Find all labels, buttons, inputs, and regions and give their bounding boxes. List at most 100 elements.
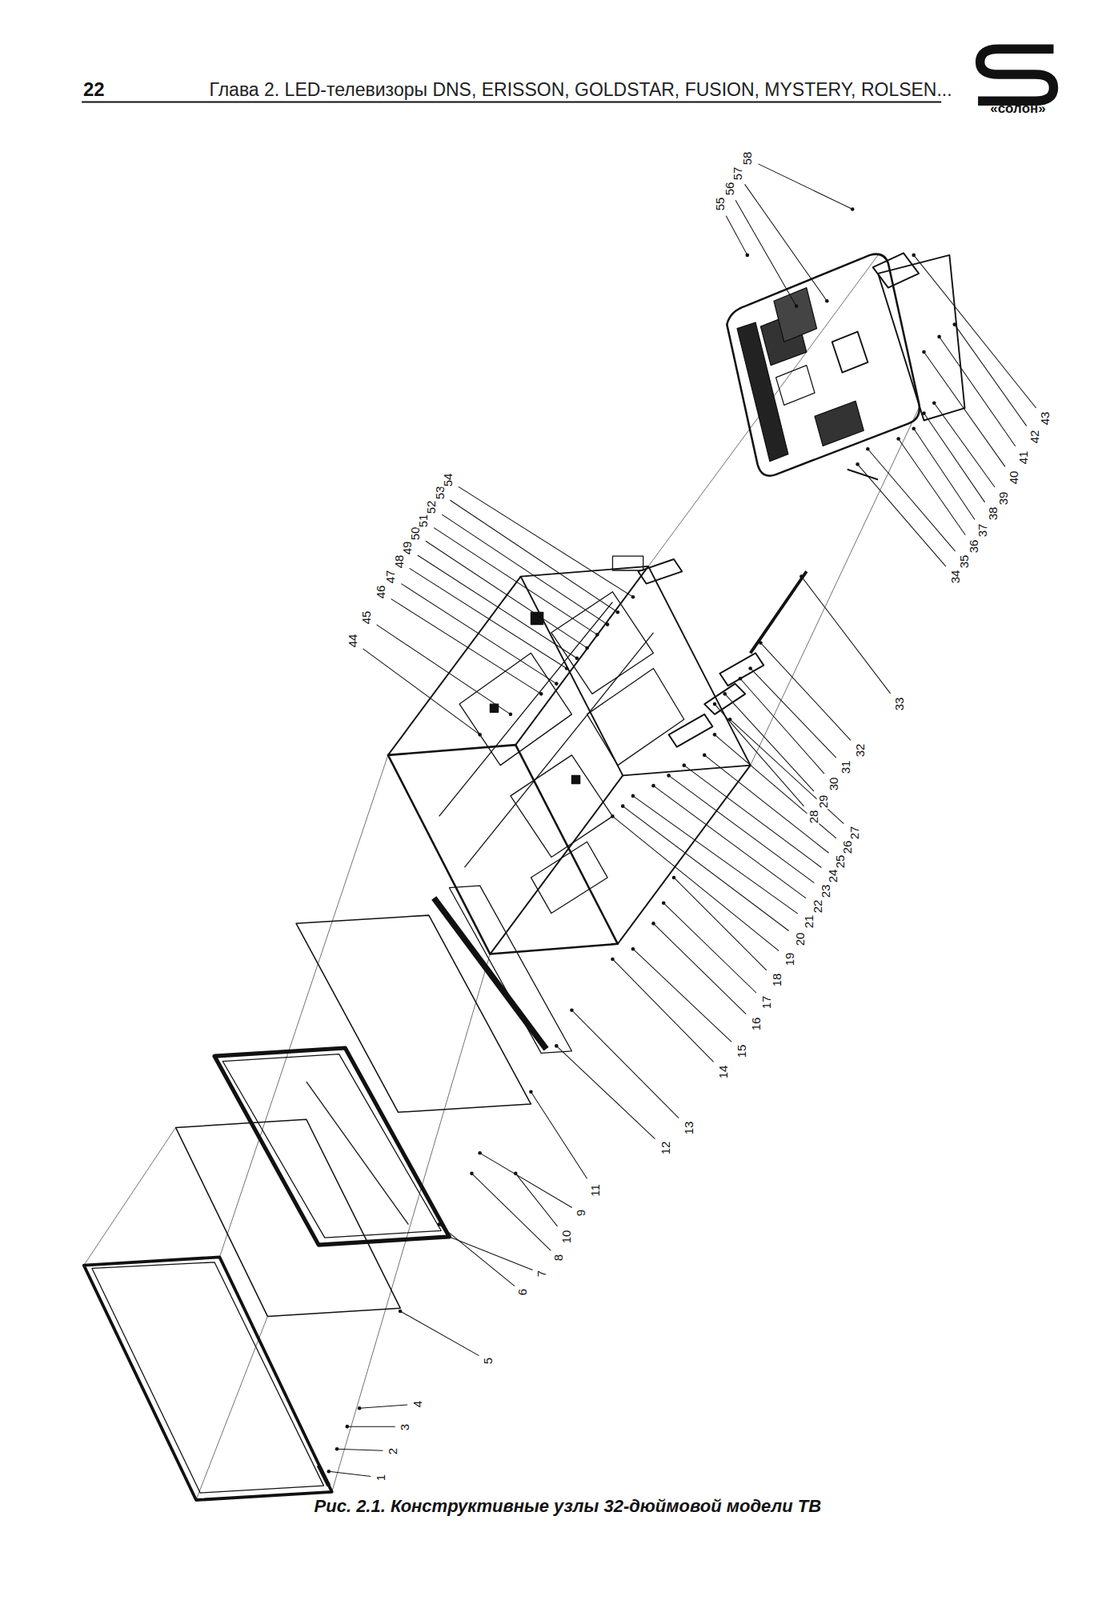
leader-dot bbox=[631, 947, 636, 952]
leader-line bbox=[471, 1174, 551, 1252]
alignment-lines bbox=[84, 255, 919, 1501]
callout-number: 16 bbox=[749, 1016, 762, 1032]
leader-dot bbox=[713, 733, 718, 738]
leader-dot bbox=[631, 595, 636, 600]
callout-number: 45 bbox=[359, 610, 372, 626]
leader-line bbox=[400, 1311, 479, 1357]
leader-line bbox=[653, 923, 746, 1014]
front-bezel bbox=[84, 1257, 333, 1501]
leader-line bbox=[857, 464, 946, 567]
leader-dot bbox=[595, 633, 600, 638]
leader-dot bbox=[758, 641, 763, 646]
leader-dot bbox=[952, 322, 957, 327]
leader-dot bbox=[713, 702, 718, 707]
leader-dot bbox=[477, 1151, 482, 1156]
callout-number: 14 bbox=[717, 1064, 730, 1080]
leader-line bbox=[933, 403, 995, 488]
callout-number: 2 bbox=[385, 1447, 398, 1456]
leader-line bbox=[449, 500, 618, 613]
leader-line bbox=[740, 678, 825, 774]
leader-dot bbox=[651, 921, 656, 926]
figure-caption: Рис. 2.1. Конструктивные узлы 32-дюймово… bbox=[314, 1498, 822, 1516]
leader-dot bbox=[896, 436, 901, 441]
bezel-inner bbox=[92, 1262, 325, 1494]
callout-number: 42 bbox=[1028, 429, 1041, 445]
callout-number: 24 bbox=[825, 868, 838, 884]
callout-number: 36 bbox=[966, 538, 979, 554]
leader-line bbox=[359, 1405, 408, 1409]
leader-dot bbox=[799, 574, 804, 579]
leader-dot bbox=[513, 1172, 518, 1177]
optical-sheet bbox=[296, 915, 531, 1113]
callout-number: 31 bbox=[839, 760, 852, 776]
callout-number: 29 bbox=[817, 793, 830, 810]
leader-dot bbox=[539, 692, 544, 697]
leader-dot bbox=[327, 1470, 332, 1475]
leader-line bbox=[725, 693, 814, 792]
leader-line bbox=[336, 1449, 383, 1451]
leader-line bbox=[347, 1426, 396, 1428]
stand bbox=[832, 252, 966, 480]
bezel-part bbox=[318, 1466, 329, 1487]
leader-dot bbox=[569, 1008, 574, 1013]
leader-dot bbox=[621, 804, 626, 809]
leader-line bbox=[684, 765, 822, 869]
callout-number: 7 bbox=[535, 1270, 548, 1279]
leader-dot bbox=[794, 304, 799, 309]
leader-line bbox=[760, 643, 850, 742]
callout-number: 41 bbox=[1017, 449, 1030, 465]
leader-dot bbox=[447, 1235, 452, 1240]
leader-dot bbox=[745, 253, 750, 258]
page-number: 22 bbox=[83, 80, 105, 100]
leader-dot bbox=[825, 299, 830, 304]
leader-dot bbox=[702, 753, 707, 758]
leader-line bbox=[556, 1045, 655, 1139]
leader-dot bbox=[722, 692, 727, 697]
leader-line bbox=[376, 625, 511, 715]
leader-line bbox=[735, 200, 797, 306]
leader-line bbox=[448, 1237, 533, 1271]
callout-number: 50 bbox=[408, 526, 421, 542]
callout-number: 28 bbox=[806, 809, 819, 825]
callout-number: 23 bbox=[818, 883, 831, 899]
callout-number: 30 bbox=[827, 776, 840, 792]
callout-number: 46 bbox=[373, 585, 386, 601]
leader-dot bbox=[738, 677, 743, 682]
callout-number: 25 bbox=[833, 853, 846, 870]
callout-number: 4 bbox=[410, 1400, 423, 1409]
callout-number: 13 bbox=[681, 1120, 694, 1136]
leader-dot bbox=[651, 784, 656, 789]
callout-number: 9 bbox=[573, 1208, 586, 1217]
callout-number: 51 bbox=[416, 512, 429, 529]
leader-dot bbox=[357, 1406, 362, 1411]
callout-number: 5 bbox=[480, 1356, 493, 1365]
callout-number: 35 bbox=[957, 553, 970, 570]
callout-number: 20 bbox=[793, 931, 806, 947]
callout-number: 47 bbox=[384, 569, 397, 585]
leader-line bbox=[758, 164, 854, 210]
leader-dot bbox=[666, 773, 671, 778]
callout-number: 6 bbox=[515, 1288, 528, 1297]
leader-dot bbox=[932, 401, 937, 406]
leader-line bbox=[801, 577, 890, 694]
leader-dot bbox=[565, 666, 570, 671]
callout-number: 22 bbox=[810, 899, 823, 915]
running-header: Глава 2. LED-телевизоры DNS, ERISSON, GO… bbox=[209, 80, 953, 100]
leader-line bbox=[515, 1174, 557, 1227]
leader-line bbox=[673, 877, 767, 971]
leader-dot bbox=[469, 1172, 474, 1177]
panel-frame bbox=[214, 1048, 449, 1246]
callout-number: 32 bbox=[853, 742, 866, 758]
leader-line bbox=[458, 486, 634, 598]
leader-line bbox=[612, 816, 779, 951]
callout-number: 55 bbox=[713, 196, 726, 213]
leader-line bbox=[417, 555, 578, 659]
leader-dot bbox=[850, 207, 855, 212]
callout-number: 27 bbox=[847, 825, 860, 842]
callout-number: 1 bbox=[373, 1474, 386, 1483]
leader-dot bbox=[398, 1310, 403, 1315]
callout-number: 48 bbox=[392, 553, 405, 570]
leader-dot bbox=[855, 462, 860, 467]
callout-number: 37 bbox=[976, 523, 989, 539]
